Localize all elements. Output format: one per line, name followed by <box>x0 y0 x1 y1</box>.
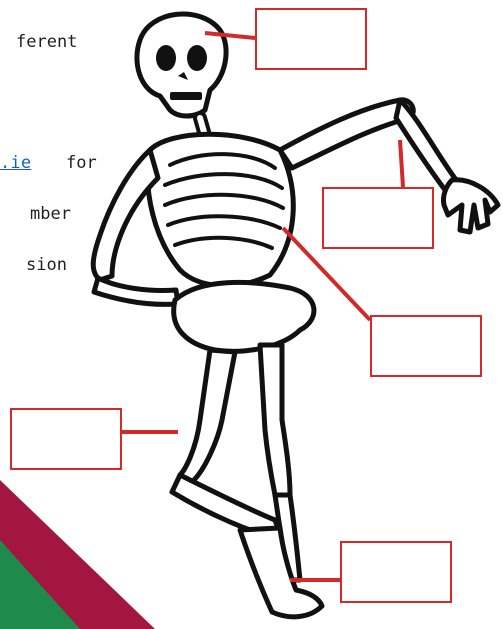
label-box-arm[interactable] <box>322 187 434 249</box>
leader-arm <box>400 140 403 187</box>
label-box-leg[interactable] <box>10 408 122 470</box>
label-box-foot[interactable] <box>340 541 452 603</box>
label-box-ribs[interactable] <box>370 315 482 377</box>
leader-skull <box>205 33 255 38</box>
label-box-skull[interactable] <box>255 8 367 70</box>
